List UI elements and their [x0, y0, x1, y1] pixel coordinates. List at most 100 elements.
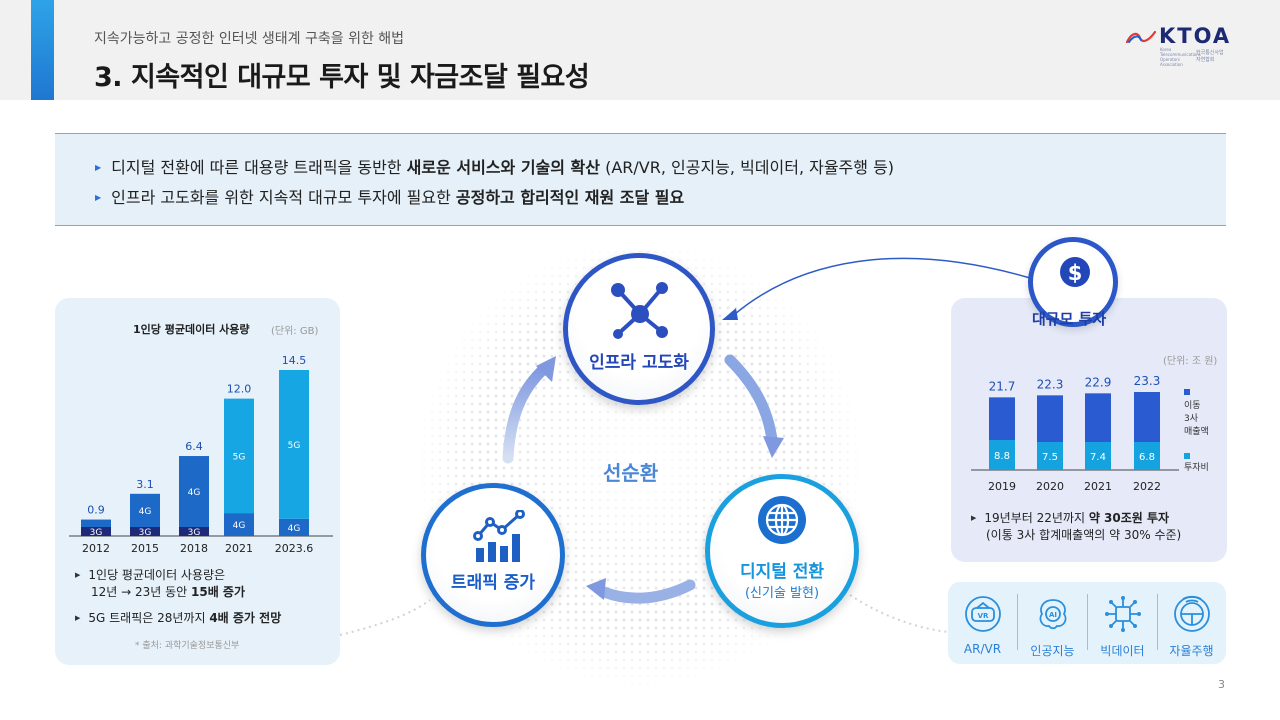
bullet-triangle-icon: ▶	[95, 163, 102, 172]
tech-item-autonomous: 자율주행	[1157, 582, 1226, 664]
page-title: 3. 지속적인 대규모 투자 및 자금조달 필요성	[94, 62, 590, 93]
segment-label: 5G	[288, 441, 301, 451]
bar-chart-growth-icon	[473, 510, 525, 562]
tech-icons-row: VR AR/VR AI 인공지능 빅데이터	[948, 582, 1226, 664]
ktoa-logo: KTOA Korea Telecommunications Operators …	[1126, 24, 1229, 67]
legend-label-revenue: 매출액	[1184, 425, 1209, 437]
x-tick-label: 2018	[180, 542, 208, 555]
steering-wheel-icon	[1174, 595, 1210, 632]
note-text: 1인당 평균데이터 사용량은	[88, 568, 226, 582]
globe-icon	[758, 496, 806, 544]
summary-bold: 새로운 서비스와 기술의 확산	[406, 158, 600, 177]
summary-bold: 공정하고 합리적인 재원 조달 필요	[455, 188, 685, 207]
ktoa-logo-korean: 한국통신사업자연합회	[1196, 50, 1224, 63]
segment-label: 5G	[233, 452, 246, 462]
bar-revenue	[1085, 393, 1111, 442]
bar-total-label: 3.1	[136, 478, 154, 491]
legend-label-investment: 투자비	[1184, 462, 1209, 473]
investment-unit: (단위: 조 원)	[1163, 356, 1218, 367]
legend-label-revenue: 이동	[1184, 400, 1201, 411]
tech-item-ai: AI 인공지능	[1018, 582, 1087, 664]
bar-total-label: 22.3	[1037, 377, 1064, 391]
tech-label: 빅데이터	[1100, 644, 1145, 658]
bar-segment-4G	[81, 519, 111, 527]
invest-badge: $	[1028, 237, 1118, 327]
x-tick-label: 2015	[131, 542, 159, 555]
bar-total-label: 23.3	[1134, 374, 1161, 388]
segment-label: 3G	[90, 528, 103, 538]
x-tick-label: 2020	[1036, 480, 1064, 493]
legend-swatch-revenue	[1184, 389, 1190, 395]
svg-text:AI: AI	[1049, 611, 1057, 619]
investment-value-label: 8.8	[994, 451, 1010, 462]
investment-value-label: 7.4	[1090, 452, 1106, 463]
bullet-triangle-icon: ▶	[75, 571, 81, 579]
bullet-triangle-icon: ▶	[95, 193, 102, 202]
bar-total-label: 14.5	[282, 354, 307, 367]
summary-text: 디지털 전환에 따른 대용량 트래픽을 동반한	[111, 158, 407, 177]
x-tick-label: 2012	[82, 542, 110, 555]
bar-segment-3G	[130, 527, 160, 536]
x-tick-label: 2021	[1084, 480, 1112, 493]
x-tick-label: 2021	[225, 542, 253, 555]
bar-total-label: 0.9	[87, 504, 105, 517]
title-accent-bar	[31, 0, 54, 100]
bar-revenue	[1037, 395, 1063, 442]
bullet-triangle-icon: ▶	[75, 614, 81, 622]
bar-segment-5G	[279, 370, 309, 519]
tech-label: 인공지능	[1030, 644, 1075, 658]
page-subtitle: 지속가능하고 공정한 인터넷 생태계 구축을 위한 해법	[94, 31, 405, 47]
bar-investment	[1085, 442, 1111, 470]
note-text: 12년 → 23년 동안	[91, 585, 192, 599]
bar-total-label: 21.7	[989, 379, 1016, 393]
data-usage-note-2: ▶5G 트래픽은 28년까지 4배 증가 전망	[75, 610, 281, 627]
bar-segment-4G	[224, 513, 254, 536]
arrowhead-icon	[763, 436, 784, 458]
note-bold: 4배 증가 전망	[209, 611, 282, 625]
data-usage-chart-title: 1인당 평균데이터 사용량	[133, 323, 250, 336]
segment-label: 4G	[288, 524, 301, 534]
arrow-invest-to-infra	[734, 257, 1031, 315]
note-text: 19년부터 22년까지	[984, 511, 1089, 525]
note-bold: 15배 증가	[191, 585, 246, 599]
x-tick-label: 2019	[988, 480, 1016, 493]
arrow-traffic-to-infra	[502, 362, 551, 464]
arrowhead-icon	[722, 308, 738, 320]
x-tick-label: 2022	[1133, 480, 1161, 493]
vr-headset-icon: VR	[965, 596, 1001, 632]
node-traffic-label: 트래픽 증가	[450, 573, 536, 593]
bar-segment-3G	[179, 527, 209, 536]
bar-segment-3G	[81, 527, 111, 536]
investment-value-label: 7.5	[1042, 452, 1058, 463]
bar-revenue	[989, 397, 1015, 440]
cycle-center-label: 선순환	[603, 461, 659, 485]
bar-investment	[989, 440, 1015, 470]
tech-divider	[1017, 594, 1018, 650]
tech-label: 자율주행	[1169, 644, 1214, 658]
arrow-infra-to-digital	[724, 354, 778, 446]
bar-segment-4G	[179, 456, 209, 527]
arrowhead-icon	[536, 356, 556, 382]
network-nodes-icon	[611, 282, 668, 339]
legend-label-revenue: 3사	[1184, 413, 1199, 424]
investment-bar-chart: 21.78.8201922.37.5202022.97.4202123.36.8…	[971, 374, 1209, 493]
svg-text:$: $	[1068, 261, 1083, 285]
data-usage-bar-chart: 3G0.920123G4G3.120153G4G6.420184G5G12.02…	[69, 354, 333, 555]
arrow-digital-to-traffic	[598, 579, 696, 604]
note-text: (이통 3사 합계매출액의 약 30% 수준)	[986, 528, 1182, 542]
investment-note: ▶19년부터 22년까지 약 30조원 투자 (이통 3사 합계매출액의 약 3…	[971, 510, 1181, 544]
dollar-coin-icon: $	[1060, 257, 1090, 287]
ktoa-logo-text: KTOA	[1159, 24, 1232, 48]
invest-label: 대규모 투자	[1032, 310, 1107, 328]
ktoa-logo-mark	[1126, 30, 1156, 44]
node-digital-transformation: 디지털 전환 (신기술 발현)	[705, 474, 859, 628]
segment-label: 4G	[233, 521, 246, 531]
bar-total-label: 6.4	[185, 440, 203, 453]
tech-divider	[1157, 594, 1158, 650]
summary-text: (AR/VR, 인공지능, 빅데이터, 자율주행 등)	[600, 158, 895, 177]
segment-label: 4G	[139, 507, 152, 517]
bar-investment	[1037, 442, 1063, 470]
tech-item-bigdata: 빅데이터	[1088, 582, 1157, 664]
data-usage-note-1: ▶ 1인당 평균데이터 사용량은 12년 → 23년 동안 15배 증가	[75, 567, 245, 601]
